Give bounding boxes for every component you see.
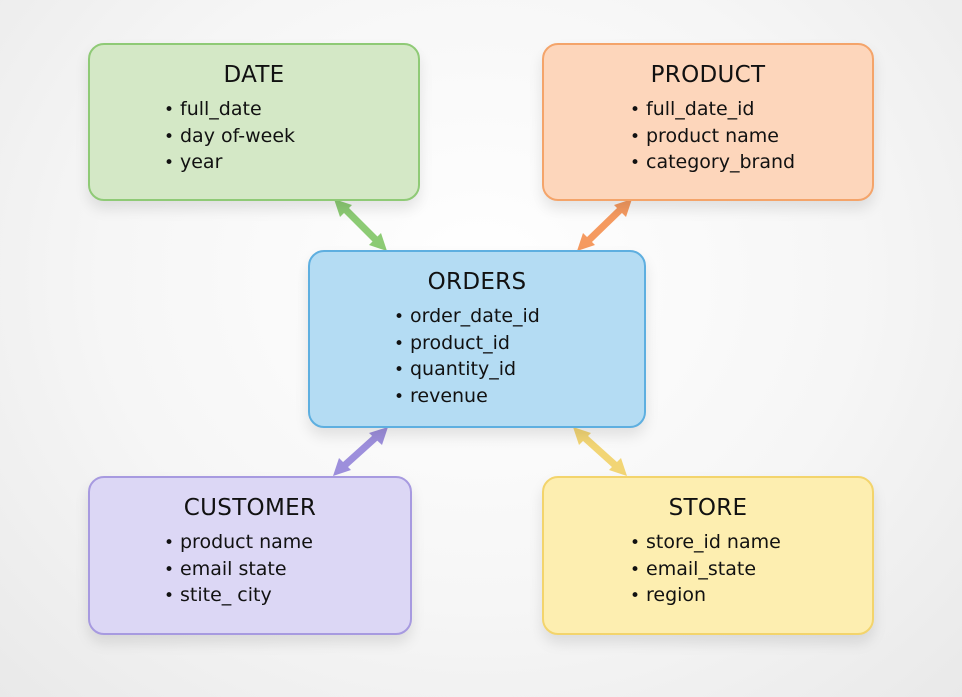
bullet-icon: • [164,559,175,580]
field-label: email state [180,557,287,580]
bullet-icon: • [630,126,641,147]
list-item: •full_date [164,97,418,124]
bullet-icon: • [164,100,175,120]
product-entity-title: PRODUCT [650,62,766,88]
arrow-date-orders [334,199,387,251]
field-label: category_brand [646,151,796,173]
date-field-list: •full_date •day of-week •year [164,97,418,177]
list-item: •order_date_id [394,304,644,331]
field-label: product_id [410,331,510,354]
list-item: •stite_ city [164,583,410,610]
orders-entity-title: ORDERS [427,269,527,295]
orders-field-list: •order_date_id •product_id •quantity_id … [394,304,644,410]
list-item: •quantity_id [394,357,644,384]
field-label: product name [180,531,313,553]
field-label: day of-week [180,124,296,147]
bullet-icon: • [164,586,175,606]
arrow-product-orders-head-top [614,199,632,217]
arrow-customer-orders-head-bottom [333,458,351,476]
customer-field-list: •product name •email state •stite_ city [164,530,410,610]
bullet-icon: • [630,153,641,173]
arrow-customer-orders-line [341,434,379,469]
customer-entity-box[interactable]: CUSTOMER •product name •email state •sti… [88,476,412,635]
store-field-list: •store_id name •email_state •region [630,530,872,610]
field-label: region [646,584,707,606]
list-item: •day of-week [164,124,418,151]
list-item: •email_state [630,557,872,584]
bullet-icon: • [630,559,641,580]
arrow-date-orders-line [342,206,380,244]
bullet-icon: • [394,307,405,327]
bullet-icon: • [630,100,641,120]
arrow-customer-orders-head-top [369,427,388,445]
store-entity-box[interactable]: STORE •store_id name •email_state •regio… [542,476,874,635]
list-item: •category_brand [630,150,872,177]
store-entity-title: STORE [668,495,748,521]
bullet-icon: • [630,586,641,606]
bullet-icon: • [630,533,641,553]
field-label: full_date [180,98,262,120]
list-item: •email state [164,557,410,584]
list-item: •revenue [394,384,644,411]
date-entity-title: DATE [223,62,285,88]
arrow-product-orders-line [585,206,624,244]
arrow-product-orders-head-bottom [577,233,595,251]
field-label: stite_ city [180,584,272,606]
list-item: •product name [164,530,410,557]
arrow-customer-orders [333,427,388,476]
bullet-icon: • [394,360,405,380]
field-label: store_id name [646,531,781,553]
arrow-date-orders-head-top [334,199,352,217]
bullet-icon: • [394,333,405,354]
arrow-store-orders-head-bottom [609,458,627,476]
bullet-icon: • [164,533,175,553]
field-label: email_state [646,557,757,580]
bullet-icon: • [164,126,175,147]
arrow-store-orders [573,427,627,476]
field-label: quantity_id [410,358,517,380]
arrow-store-orders-line [581,434,619,469]
field-label: year [180,151,223,173]
date-entity-box[interactable]: DATE •full_date •day of-week •year [88,43,420,201]
field-label: revenue [410,384,488,407]
list-item: •product_id [394,331,644,358]
list-item: •year [164,150,418,177]
list-item: •full_date_id [630,97,872,124]
arrow-product-orders [577,199,632,251]
product-entity-box[interactable]: PRODUCT •full_date_id •product name •cat… [542,43,874,201]
product-field-list: •full_date_id •product name •category_br… [630,97,872,177]
orders-entity-box[interactable]: ORDERS •order_date_id •product_id •quant… [308,250,646,428]
customer-entity-title: CUSTOMER [183,495,317,521]
arrow-store-orders-head-top [573,427,591,445]
bullet-icon: • [164,153,175,173]
field-label: product name [646,124,779,147]
list-item: •store_id name [630,530,872,557]
field-label: order_date_id [410,305,540,327]
arrow-date-orders-head-bottom [369,233,387,251]
bullet-icon: • [394,386,405,407]
list-item: •region [630,583,872,610]
field-label: full_date_id [646,98,755,120]
list-item: •product name [630,124,872,151]
